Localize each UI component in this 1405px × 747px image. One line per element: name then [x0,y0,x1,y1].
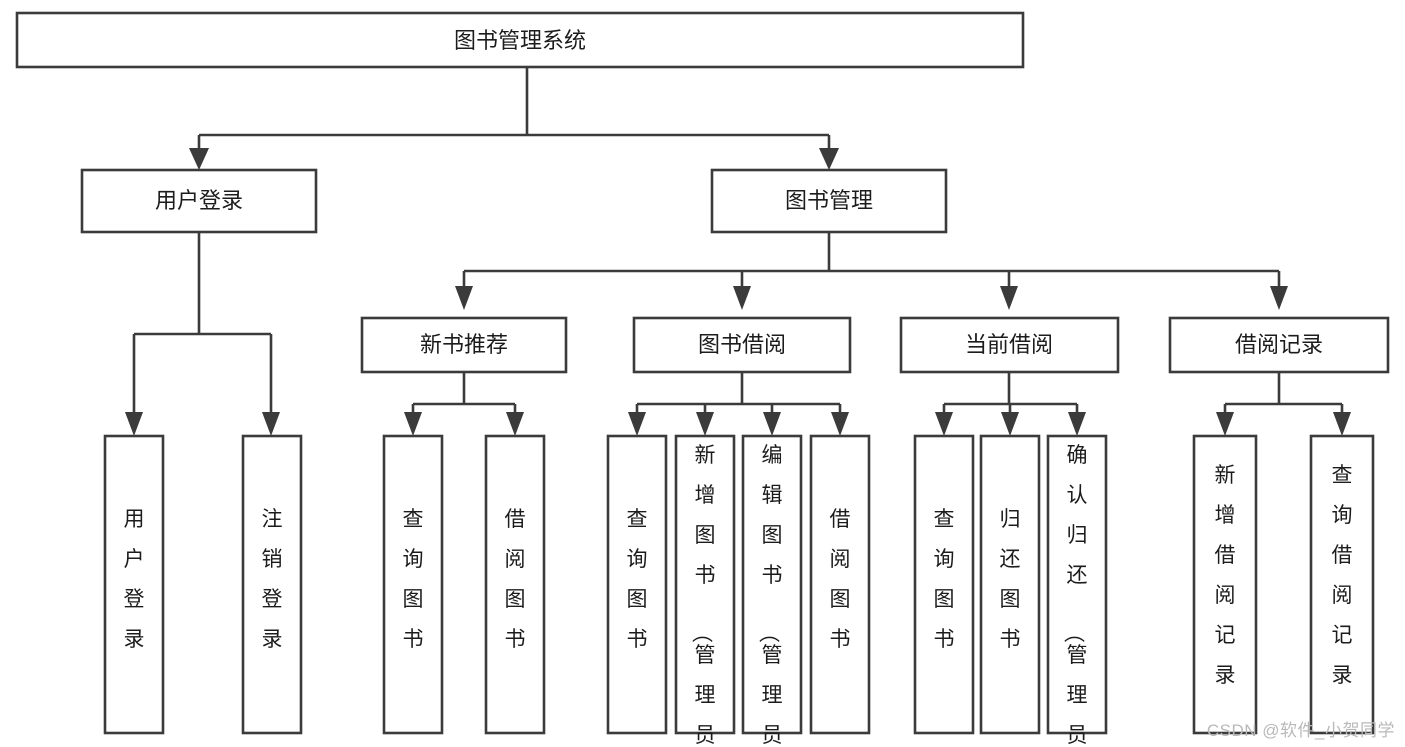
node-leaf-query-record[interactable]: 查询借阅记录 [1309,434,1375,735]
node-leaf-add-book-box[interactable] [674,434,736,735]
arrow-head-icon [763,412,781,436]
arrow-head-icon [1333,412,1351,436]
node-root[interactable]: 图书管理系统 [15,11,1025,69]
node-borrow-record-box[interactable] [1168,316,1390,374]
node-user-login[interactable]: 用户登录 [80,168,318,234]
node-leaf-edit-book-label: 编辑图书（管理员） [757,444,783,747]
csdn-watermark: CSDN @软件_小贺同学 [1206,721,1395,740]
node-root-box[interactable] [15,11,1025,69]
arrow-head-icon [404,412,422,436]
node-leaf-user-login-box[interactable] [103,434,165,735]
node-user-login-box[interactable] [80,168,318,234]
arrow-head-icon [628,412,646,436]
node-leaf-confirm-return[interactable]: 确认归还（管理员） [1046,434,1108,747]
arrow-head-icon [506,412,524,436]
node-book-borrow[interactable]: 图书借阅 [632,316,852,374]
node-leaf-return-book-label: 归还图书 [1000,508,1021,651]
node-root-label: 图书管理系统 [454,28,586,53]
arrow-head-icon [1068,412,1086,436]
arrow-head-icon [819,148,839,170]
arrow-head-icon [1001,412,1019,436]
node-leaf-borrow-book-1-label: 借阅图书 [505,508,526,651]
node-new-book-rec-box[interactable] [360,316,568,374]
node-leaf-confirm-return-box[interactable] [1046,434,1108,735]
node-book-manage-box[interactable] [710,168,948,234]
connector-group-borrow-record [1216,372,1351,436]
node-leaf-borrow-book-2-label: 借阅图书 [830,508,851,651]
node-leaf-query-book-2-label: 查询图书 [627,508,648,651]
arrow-head-icon [455,286,473,310]
node-leaf-borrow-book-1[interactable]: 借阅图书 [484,434,546,735]
arrow-head-icon [935,412,953,436]
node-borrow-record[interactable]: 借阅记录 [1168,316,1390,374]
node-leaf-query-book-1-box[interactable] [382,434,444,735]
node-current-borrow-box[interactable] [899,316,1120,374]
node-leaf-query-book-2-box[interactable] [606,434,668,735]
node-leaf-borrow-book-2-box[interactable] [809,434,871,735]
connector-group-book-borrow [628,372,849,436]
node-leaf-logout[interactable]: 注销登录 [241,434,303,735]
arrow-head-icon [189,148,209,170]
node-leaf-query-book-3[interactable]: 查询图书 [913,434,975,735]
node-leaf-return-book[interactable]: 归还图书 [979,434,1041,735]
node-borrow-record-label: 借阅记录 [1235,332,1323,357]
node-book-manage-label: 图书管理 [785,188,873,213]
node-leaf-borrow-book-2[interactable]: 借阅图书 [809,434,871,735]
node-leaf-return-book-box[interactable] [979,434,1041,735]
node-leaf-query-book-1-label: 查询图书 [403,508,424,651]
node-book-manage[interactable]: 图书管理 [710,168,948,234]
node-new-book-rec[interactable]: 新书推荐 [360,316,568,374]
node-current-borrow[interactable]: 当前借阅 [899,316,1120,374]
node-leaf-user-login-label: 用户登录 [124,508,145,651]
node-leaf-add-record[interactable]: 新增借阅记录 [1192,434,1258,735]
connector-group-root [189,67,839,170]
node-current-borrow-label: 当前借阅 [965,332,1053,357]
node-leaf-query-book-3-label: 查询图书 [934,508,955,651]
node-new-book-rec-label: 新书推荐 [420,332,508,357]
node-leaf-confirm-return-label: 确认归还（管理员） [1062,444,1088,747]
node-leaf-query-book-1[interactable]: 查询图书 [382,434,444,735]
arrow-head-icon [262,412,280,436]
arrow-head-icon [831,412,849,436]
node-book-borrow-label: 图书借阅 [698,332,786,357]
connector-group-current-borrow [935,372,1086,436]
node-leaf-add-record-box[interactable] [1192,434,1258,735]
node-leaf-edit-book[interactable]: 编辑图书（管理员） [741,434,803,747]
arrow-head-icon [1216,412,1234,436]
arrow-head-icon [1000,286,1018,310]
node-leaf-query-record-box[interactable] [1309,434,1375,735]
connector-group-user-login [125,232,280,436]
node-leaf-add-book-label: 新增图书（管理员） [690,444,716,747]
node-leaf-query-book-2[interactable]: 查询图书 [606,434,668,735]
arrow-head-icon [733,286,751,310]
node-leaf-query-record-label: 查询借阅记录 [1332,464,1353,687]
arrow-head-icon [125,412,143,436]
connector-group-book-manage [455,232,1288,310]
node-user-login-label: 用户登录 [155,188,243,213]
node-leaf-logout-label: 注销登录 [262,508,283,651]
node-leaf-add-book[interactable]: 新增图书（管理员） [674,434,736,747]
node-leaf-logout-box[interactable] [241,434,303,735]
node-leaf-add-record-label: 新增借阅记录 [1215,464,1236,687]
arrow-head-icon [1270,286,1288,310]
arrow-head-icon [696,412,714,436]
node-leaf-edit-book-box[interactable] [741,434,803,735]
node-leaf-user-login[interactable]: 用户登录 [103,434,165,735]
node-leaf-borrow-book-1-box[interactable] [484,434,546,735]
connector-group-new-book-rec [404,372,524,436]
node-leaf-query-book-3-box[interactable] [913,434,975,735]
node-book-borrow-box[interactable] [632,316,852,374]
